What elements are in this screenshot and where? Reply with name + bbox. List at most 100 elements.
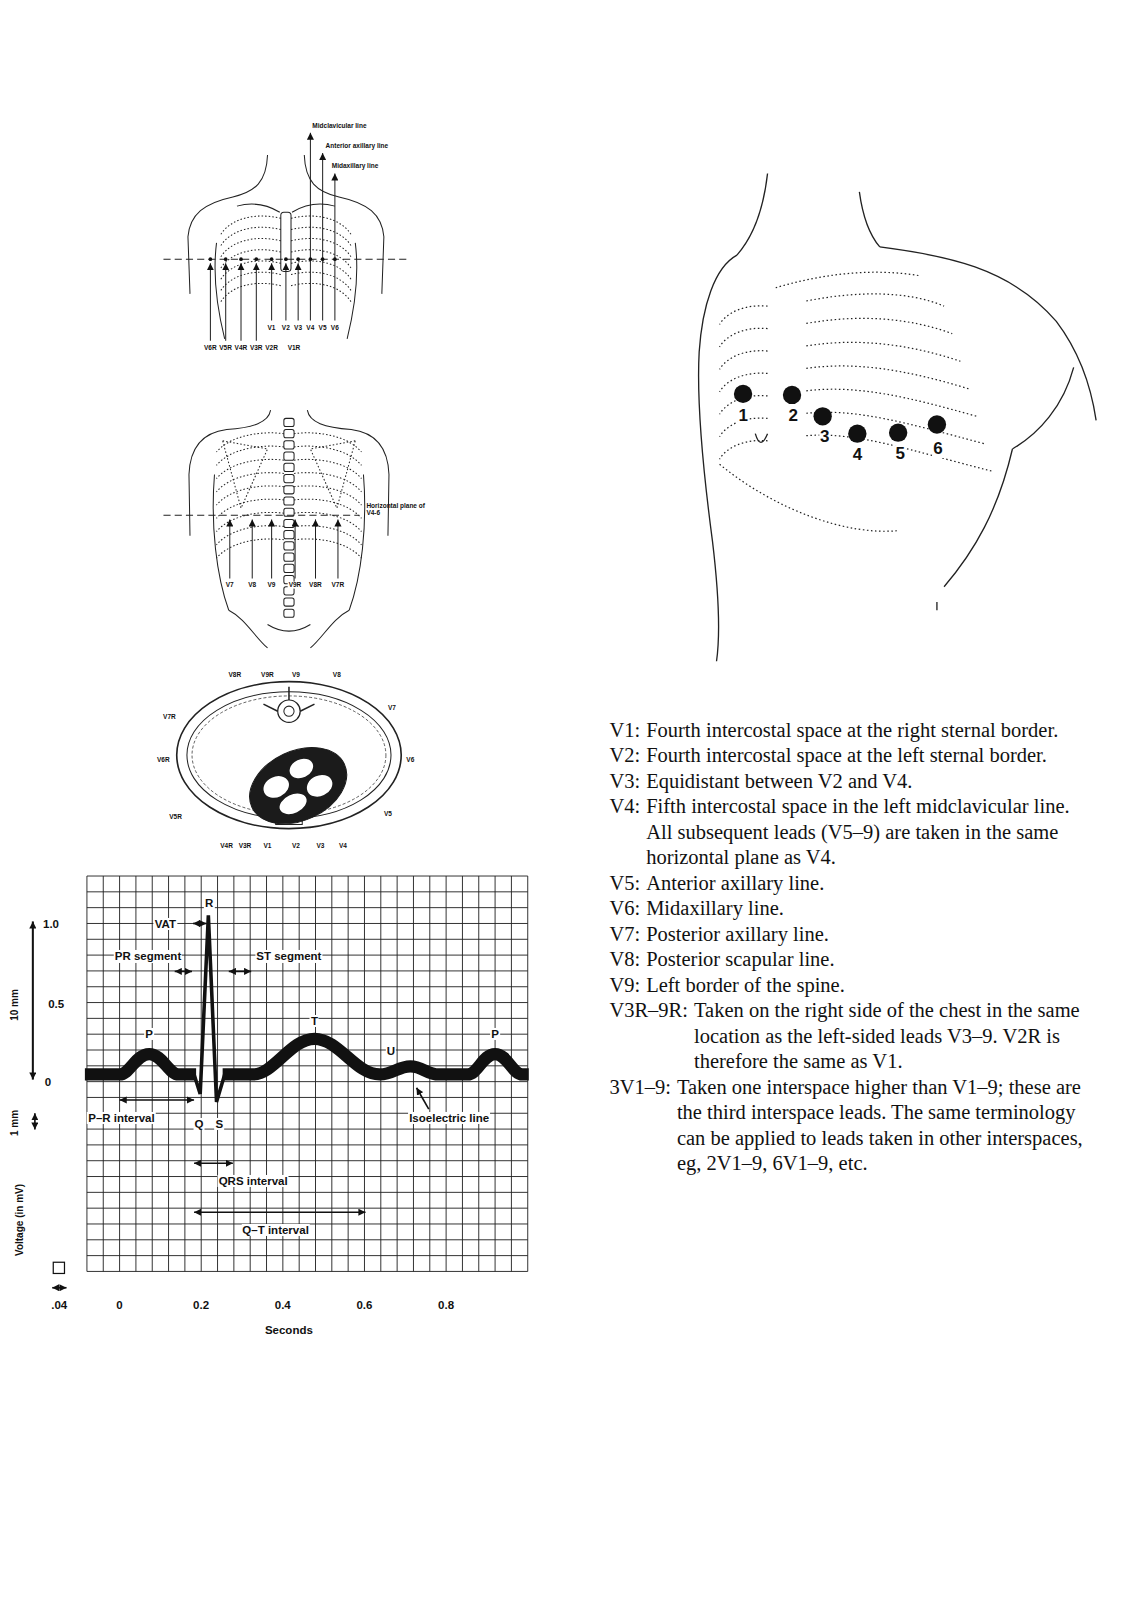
lead-name: V5 bbox=[383, 810, 393, 817]
lead-dot bbox=[321, 257, 325, 261]
lead-name: V2 bbox=[281, 324, 291, 331]
lead-pointer bbox=[241, 263, 242, 341]
vertebra bbox=[284, 430, 294, 438]
lead-pointer bbox=[256, 263, 257, 341]
grid-line bbox=[87, 1208, 528, 1209]
axis-value: 0.5 bbox=[47, 998, 65, 1010]
lead-name: V8R bbox=[227, 671, 242, 678]
grid-line bbox=[87, 1176, 528, 1177]
electrode-dot bbox=[889, 423, 907, 441]
electrode-number: 4 bbox=[852, 446, 863, 464]
lead-name: V7 bbox=[225, 581, 235, 588]
ecg-waveform bbox=[223, 1039, 529, 1075]
chest-drawing bbox=[720, 464, 899, 531]
anatomy-line-name: Midclavicular line bbox=[311, 122, 367, 129]
lead-pointer bbox=[322, 153, 323, 320]
vertebra bbox=[284, 452, 294, 460]
rib-line bbox=[291, 238, 351, 257]
back-torso-drawing bbox=[229, 610, 268, 648]
vertebra bbox=[284, 519, 294, 527]
anatomy-line-name: Anterior axillary line bbox=[325, 143, 390, 150]
lead-name: V5R bbox=[168, 813, 183, 820]
ecg-waveform bbox=[85, 1054, 196, 1074]
lead-definition: Posterior scapular line. bbox=[646, 947, 1097, 973]
lead-pointer bbox=[225, 263, 226, 341]
rib-lines bbox=[217, 433, 362, 558]
grid-line bbox=[495, 876, 496, 1271]
rib-line bbox=[291, 227, 351, 246]
rib-line bbox=[806, 294, 944, 306]
front-torso-drawing bbox=[281, 212, 291, 271]
lead-pointer bbox=[271, 263, 272, 320]
lead-dot bbox=[270, 257, 274, 261]
ecg-waveform bbox=[85, 915, 529, 1102]
lead-name: V9 bbox=[291, 671, 301, 678]
rib-line bbox=[217, 473, 284, 492]
electrode-dot bbox=[783, 386, 801, 404]
lead-name: V3 bbox=[316, 843, 326, 850]
ecg-waveform bbox=[194, 915, 225, 1102]
electrode-dot bbox=[813, 407, 831, 425]
lead-name: V6R bbox=[156, 757, 171, 764]
lead-term: V3: bbox=[609, 769, 646, 795]
rib-line bbox=[720, 351, 768, 370]
lead-definition: Taken on the right side of the chest in … bbox=[694, 998, 1097, 1075]
rib-line bbox=[720, 441, 768, 460]
measure-arrow bbox=[194, 1162, 233, 1164]
lead-term: V5: bbox=[609, 871, 646, 897]
wave-name: R bbox=[204, 897, 214, 909]
interval-name: P–R interval bbox=[87, 1112, 155, 1124]
lead-name: V4R bbox=[219, 843, 234, 850]
baseline-note: Isoelectric line bbox=[408, 1112, 490, 1124]
measure-arrow bbox=[193, 923, 206, 925]
lead-definition-row: V2:Fourth intercostal space at the left … bbox=[609, 743, 1097, 769]
rib-line bbox=[217, 433, 284, 452]
grid-line bbox=[87, 1192, 528, 1193]
interval-name: ST segment bbox=[255, 950, 322, 962]
chest-cross-section bbox=[300, 704, 314, 711]
vertebra bbox=[284, 486, 294, 494]
front-torso-drawing bbox=[347, 243, 357, 339]
axis-value: 0 bbox=[44, 1076, 52, 1088]
rib-line bbox=[294, 446, 361, 465]
lead-name: V6R bbox=[203, 345, 218, 352]
back-torso-drawing bbox=[310, 610, 349, 648]
plane-note: Horizontal plane of V4-6 bbox=[365, 504, 433, 518]
wave-name: P bbox=[490, 1028, 500, 1040]
grid-line bbox=[87, 986, 528, 987]
lead-dot bbox=[224, 257, 228, 261]
lead-term: V9: bbox=[609, 973, 646, 999]
lead-name: V8 bbox=[332, 671, 342, 678]
lead-pointer bbox=[298, 263, 299, 320]
grid-line bbox=[87, 1239, 528, 1240]
lead-dot bbox=[254, 257, 258, 261]
chest-cross-section bbox=[288, 687, 290, 700]
lead-pointer bbox=[310, 133, 311, 321]
grid-line bbox=[87, 907, 528, 908]
lead-definition: Midaxillary line. bbox=[646, 896, 1097, 922]
wave-name: S bbox=[215, 1118, 225, 1130]
interval-name: PR segment bbox=[114, 950, 182, 962]
lead-name: V1R bbox=[287, 345, 302, 352]
lead-term: V1: bbox=[609, 718, 646, 744]
back-torso-drawing bbox=[268, 624, 311, 631]
lead-definition: Fourth intercostal space at the left ste… bbox=[646, 743, 1097, 769]
chest-drawing bbox=[944, 449, 1012, 587]
wave-name: Q bbox=[194, 1118, 205, 1130]
lead-name: V1 bbox=[262, 843, 272, 850]
vertebra bbox=[284, 542, 294, 550]
rib-lines bbox=[720, 294, 993, 472]
lead-pointer bbox=[230, 519, 338, 578]
rib-line bbox=[221, 238, 281, 257]
rib-line bbox=[294, 539, 361, 558]
grid-line bbox=[135, 876, 136, 1271]
rib-line bbox=[720, 328, 768, 347]
heart bbox=[286, 755, 316, 782]
interval-name: QRS interval bbox=[218, 1175, 289, 1187]
rib-line bbox=[291, 272, 351, 291]
rib-line bbox=[217, 486, 284, 505]
rib-line bbox=[291, 261, 351, 280]
rib-line bbox=[217, 526, 284, 545]
rib-line bbox=[291, 283, 351, 302]
